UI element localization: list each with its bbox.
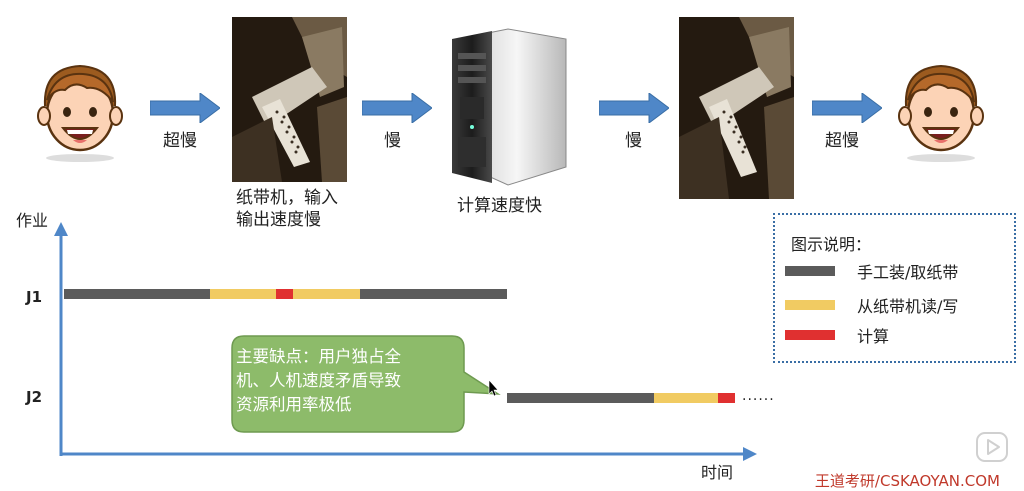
y-axis — [54, 222, 68, 456]
legend-item-manual: 手工装/取纸带 — [785, 259, 958, 283]
arrow-right-icon — [362, 93, 432, 123]
callout-line1: 主要缺点：用户独占全 — [236, 347, 401, 366]
arrow-label-slow: 慢 — [384, 131, 401, 151]
legend-item-compute: 计算 — [785, 323, 889, 347]
j2-timeline-bar — [507, 393, 735, 403]
j1-timeline-bar — [64, 289, 507, 299]
tape-read-segment — [210, 289, 276, 299]
x-axis-label: 时间 — [701, 463, 734, 482]
arrow-label-slow: 慢 — [625, 131, 642, 151]
callout-text: 主要缺点：用户独占全 机、人机速度矛盾导致 资源利用率极低 — [236, 345, 461, 417]
tape-machine-label-line1: 纸带机，输入 — [236, 188, 338, 208]
tape-machine-photo — [232, 17, 347, 182]
computer-label: 计算速度快 — [457, 196, 542, 216]
x-axis — [60, 447, 757, 461]
mouse-cursor-icon — [488, 379, 499, 397]
compute-segment — [718, 393, 735, 403]
arrow-right-icon — [599, 93, 669, 123]
manual-unload-segment — [360, 289, 507, 299]
manual-load-segment — [64, 289, 210, 299]
legend-label: 手工装/取纸带 — [857, 263, 959, 282]
watermark: 王道考研/CSKAOYAN.COM — [814, 472, 1000, 490]
job-label-j2: J2 — [26, 388, 43, 406]
legend: 图示说明： 手工装/取纸带 从纸带机读/写 计算 — [773, 213, 1016, 363]
legend-swatch-gray — [785, 266, 835, 276]
legend-title: 图示说明： — [791, 235, 872, 254]
tape-read-segment — [654, 393, 718, 403]
arrow-right-icon — [150, 93, 220, 123]
tape-machine-photo — [679, 17, 794, 199]
job-label-j1: J1 — [26, 288, 43, 306]
y-axis-label: 作业 — [16, 211, 49, 230]
legend-label: 从纸带机读/写 — [857, 297, 959, 316]
legend-label: 计算 — [857, 327, 890, 346]
legend-swatch-red — [785, 330, 835, 340]
arrow-label-very-slow: 超慢 — [825, 131, 859, 151]
play-button-icon[interactable] — [976, 432, 1008, 462]
callout-line3: 资源利用率极低 — [236, 395, 352, 414]
user-face-icon — [37, 64, 123, 162]
tape-machine-label: 纸带机，输入 输出速度慢 — [236, 187, 338, 231]
continuation-ellipsis: ...... — [742, 388, 775, 404]
legend-item-tape-rw: 从纸带机读/写 — [785, 293, 958, 317]
computer-tower-icon — [452, 28, 567, 186]
manual-load-segment — [507, 393, 654, 403]
arrow-label-very-slow: 超慢 — [163, 131, 197, 151]
tape-machine-label-line2: 输出速度慢 — [236, 210, 321, 230]
user-face-icon — [898, 64, 984, 162]
legend-swatch-yellow — [785, 300, 835, 310]
tape-write-segment — [293, 289, 360, 299]
drawback-callout — [231, 335, 501, 433]
compute-segment — [276, 289, 293, 299]
arrow-right-icon — [812, 93, 882, 123]
callout-line2: 机、人机速度矛盾导致 — [236, 371, 401, 390]
